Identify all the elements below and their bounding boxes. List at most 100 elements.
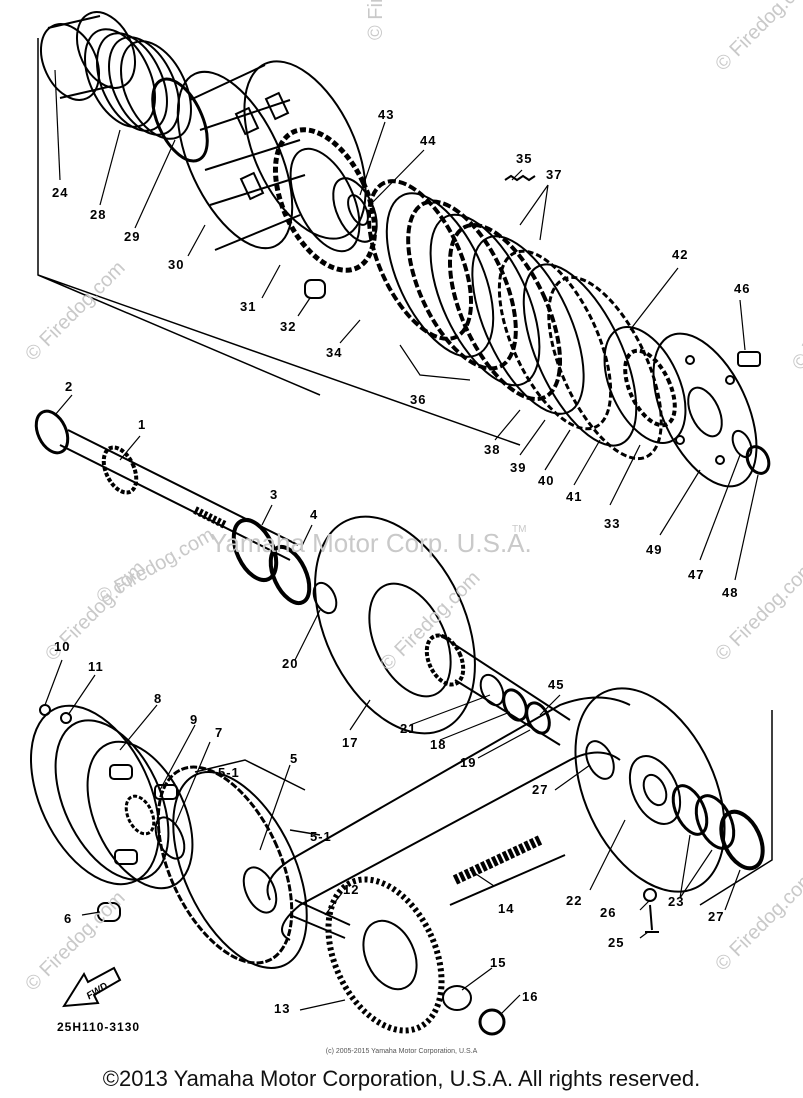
callout-42: 42	[672, 247, 689, 262]
callout-38: 38	[484, 442, 501, 457]
part-46-clip	[737, 351, 761, 367]
part-26-bushing	[643, 888, 657, 902]
callout-19: 19	[460, 755, 477, 770]
part-27-collar	[585, 740, 615, 780]
part-27-collar	[719, 809, 765, 871]
part-30-clutch-housing	[176, 60, 367, 251]
callout-9: 9	[190, 712, 199, 727]
watermark: © Firedog.com	[365, 0, 388, 40]
callout-23: 23	[668, 894, 685, 909]
callout-5-1: 5-1	[310, 829, 332, 844]
watermark-yamaha: Yamaha Motor Corp. U.S.A.	[210, 528, 532, 558]
small-copyright: (c) 2005-2015 Yamaha Motor Corporation, …	[325, 1048, 478, 1055]
callout-18: 18	[430, 737, 447, 752]
part-38-41-plates	[497, 249, 663, 461]
part-12-shaft	[289, 899, 351, 939]
part-28-spring	[84, 28, 192, 140]
part-4-seal	[268, 544, 312, 606]
diagram-code: 25H110-3130	[57, 1020, 141, 1034]
callout-48: 48	[722, 585, 739, 600]
callout-3: 3	[270, 487, 279, 502]
callout-43: 43	[378, 107, 395, 122]
callout-31: 31	[240, 299, 257, 314]
callout-40: 40	[538, 473, 555, 488]
callout-30: 30	[168, 257, 185, 272]
exploded-view-drawing	[29, 11, 773, 1036]
part-15-plate	[442, 985, 472, 1011]
part-25-bolt	[645, 904, 659, 933]
part-22-secondary-sheave	[574, 687, 726, 893]
callout-2: 2	[65, 379, 74, 394]
callout-36: 36	[410, 392, 427, 407]
callout-35: 35	[516, 151, 533, 166]
part-35-spring	[504, 174, 536, 182]
callout-7: 7	[215, 725, 224, 740]
callout-39: 39	[510, 460, 527, 475]
callout-17: 17	[342, 735, 359, 750]
callout-37: 37	[546, 167, 563, 182]
callout-1: 1	[138, 417, 147, 432]
part-21-collar	[502, 688, 528, 722]
part-23-ring	[671, 784, 709, 836]
callout-29: 29	[124, 229, 141, 244]
part-24-sleeve	[39, 11, 137, 101]
part-18-collar	[479, 673, 505, 707]
part-32-cap	[304, 279, 326, 299]
part-20-collar	[312, 581, 338, 615]
part-29-ring	[151, 77, 209, 163]
callout-45: 45	[548, 677, 565, 692]
part-8-cover	[29, 704, 170, 886]
assembly-boundary-line	[37, 38, 521, 446]
callout-33: 33	[604, 516, 621, 531]
callout-25: 25	[608, 935, 625, 950]
callout-8: 8	[154, 691, 163, 706]
leader-lines	[44, 69, 759, 1016]
callout-5-1: 5-1	[218, 765, 240, 780]
callout-13: 13	[274, 1001, 291, 1016]
fwd-arrow	[62, 966, 122, 1008]
part-31-gear	[272, 127, 378, 273]
callout-44: 44	[420, 133, 437, 148]
part-1-shaft	[59, 429, 299, 561]
callout-27: 27	[708, 909, 725, 924]
callout-34: 34	[326, 345, 343, 360]
part-3-bearing	[231, 518, 279, 582]
callout-26: 26	[600, 905, 617, 920]
copyright-notice: ©2013 Yamaha Motor Corporation, U.S.A. A…	[102, 1066, 701, 1091]
callout-46: 46	[734, 281, 751, 296]
callout-47: 47	[688, 567, 705, 582]
part-14-drive-belt	[266, 696, 631, 941]
part-23-ring	[694, 794, 736, 850]
assembly-boundary-line	[699, 710, 773, 906]
callout-32: 32	[280, 319, 297, 334]
callout-41: 41	[566, 489, 583, 504]
callout-14: 14	[498, 901, 515, 916]
part-47-washer	[731, 429, 753, 459]
callout-24: 24	[52, 185, 69, 200]
part-2-bearing	[34, 409, 70, 455]
part-11-washer	[60, 712, 72, 724]
part-13-fan-sheave	[325, 876, 445, 1034]
callout-12: 12	[343, 882, 360, 897]
part-7-collar	[154, 816, 186, 860]
callout-16: 16	[522, 989, 539, 1004]
part-49-pressure-plate	[652, 332, 758, 488]
part-34-36-plates	[366, 179, 585, 415]
part-48-nut	[745, 445, 771, 475]
callout-20: 20	[282, 656, 299, 671]
callout-49: 49	[646, 542, 663, 557]
callout-4: 4	[310, 507, 319, 522]
part-16-nut	[478, 1008, 506, 1036]
part-5-movable-sheave	[156, 765, 308, 969]
callout-22: 22	[566, 893, 583, 908]
callout-5: 5	[290, 751, 299, 766]
callout-21: 21	[400, 721, 417, 736]
part-42-33-clutch-hub	[603, 326, 687, 444]
callout-15: 15	[490, 955, 507, 970]
callout-11: 11	[88, 659, 104, 674]
callout-27: 27	[532, 782, 549, 797]
callout-6: 6	[64, 911, 73, 926]
watermark-tm: TM	[512, 524, 527, 535]
callout-28: 28	[90, 207, 107, 222]
